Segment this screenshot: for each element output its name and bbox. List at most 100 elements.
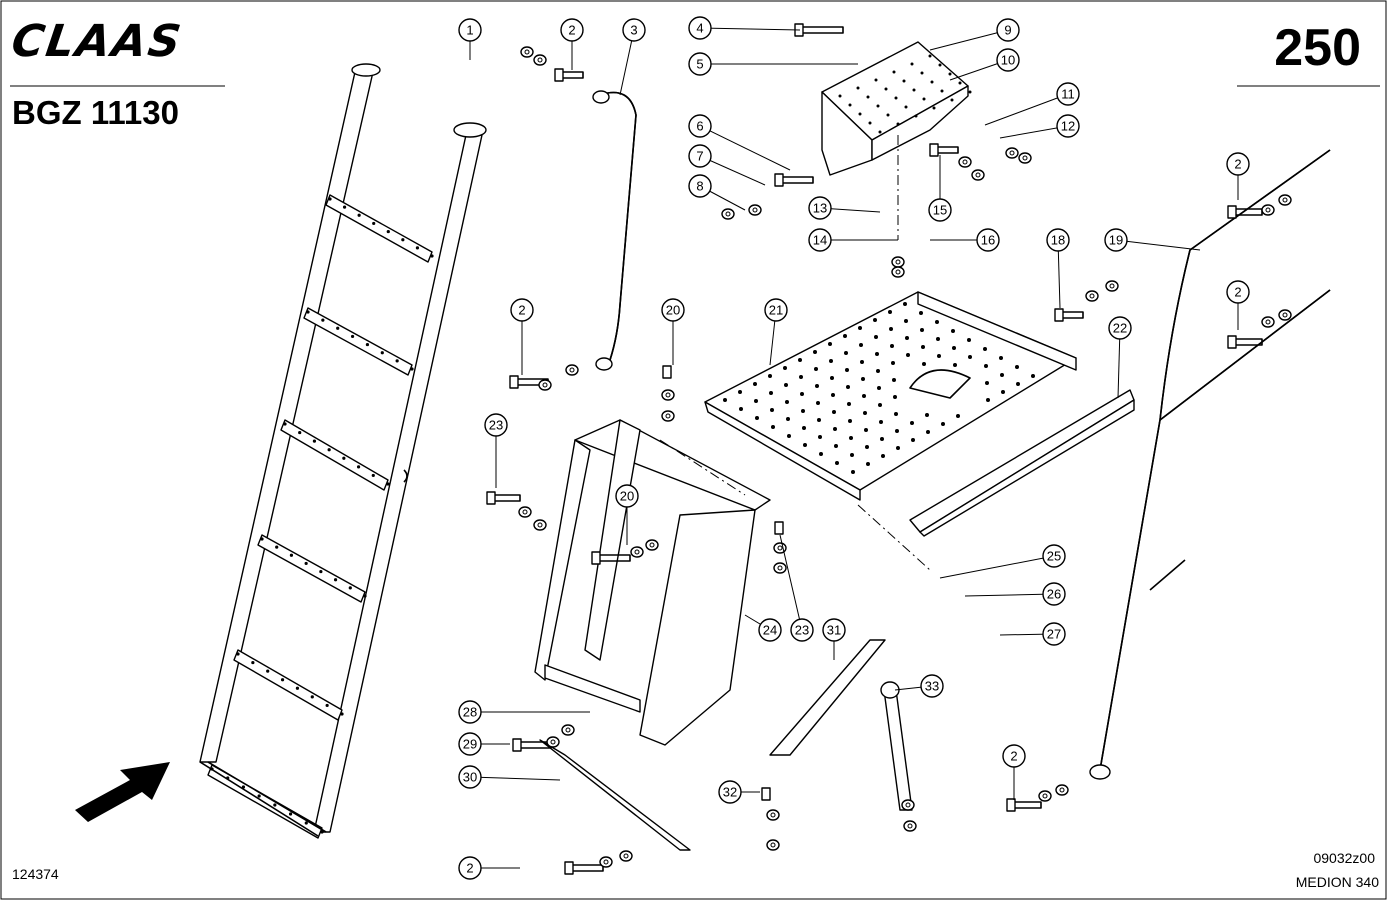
callout-14: 14 [808, 228, 832, 252]
step-bracket [821, 41, 972, 176]
callout-label: 15 [933, 203, 947, 218]
callout-25: 25 [1042, 544, 1066, 568]
callout-label: 2 [1010, 749, 1017, 764]
callout-label: 23 [489, 418, 503, 433]
strip-22 [909, 389, 1135, 537]
assembly-line [857, 504, 931, 571]
callout-label: 20 [620, 489, 634, 504]
handrail-19 [1089, 149, 1331, 780]
callout-label: 13 [813, 201, 827, 216]
ladder-drawing [199, 63, 487, 839]
callout-32: 32 [718, 780, 742, 804]
callout-21: 21 [764, 298, 788, 322]
callout-label: 2 [518, 303, 525, 318]
callout-11: 11 [1056, 82, 1080, 106]
callout-29: 29 [458, 732, 482, 756]
callout-2: 2 [1002, 744, 1026, 768]
callout-label: 28 [463, 705, 477, 720]
callout-label: 16 [981, 233, 995, 248]
callout-label: 19 [1109, 233, 1123, 248]
callout-label: 4 [696, 21, 703, 36]
platform-21 [704, 291, 1077, 501]
callout-6: 6 [688, 114, 712, 138]
callout-label: 20 [666, 303, 680, 318]
callout-label: 12 [1061, 119, 1075, 134]
callout-2: 2 [458, 856, 482, 880]
callout-label: 26 [1047, 587, 1061, 602]
callout-22: 22 [1108, 316, 1132, 340]
callout-label: 14 [813, 233, 827, 248]
callout-7: 7 [688, 144, 712, 168]
callout-label: 9 [1004, 23, 1011, 38]
callout-label: 10 [1001, 53, 1015, 68]
callout-2: 2 [1226, 152, 1250, 176]
callout-label: 18 [1051, 233, 1065, 248]
figure-code: 09032z00 [1313, 850, 1375, 866]
callout-24: 24 [758, 618, 782, 642]
callout-label: 32 [723, 785, 737, 800]
callout-5: 5 [688, 52, 712, 76]
callout-label: 23 [795, 623, 809, 638]
callout-1: 1 [458, 18, 482, 42]
callout-label: 3 [630, 23, 637, 38]
drawing-number: 124374 [12, 866, 59, 882]
callout-4: 4 [688, 16, 712, 40]
claas-logo: CLAAS [8, 16, 186, 67]
callout-12: 12 [1056, 114, 1080, 138]
callout-2: 2 [510, 298, 534, 322]
callout-label: 6 [696, 119, 703, 134]
callout-16: 16 [976, 228, 1000, 252]
callout-label: 2 [1234, 285, 1241, 300]
callout-label: 5 [696, 57, 703, 72]
callout-9: 9 [996, 18, 1020, 42]
callout-33: 33 [920, 674, 944, 698]
callout-2: 2 [560, 18, 584, 42]
callout-label: 2 [568, 23, 575, 38]
callout-label: 31 [827, 623, 841, 638]
page-number: 250 [1274, 19, 1361, 77]
support-rods [769, 639, 913, 811]
callout-20: 20 [661, 298, 685, 322]
callout-label: 33 [925, 679, 939, 694]
callout-27: 27 [1042, 622, 1066, 646]
callout-label: 22 [1113, 321, 1127, 336]
callout-26: 26 [1042, 582, 1066, 606]
callout-2: 2 [1226, 280, 1250, 304]
step-box-24 [534, 419, 771, 851]
callout-23: 23 [790, 618, 814, 642]
callout-label: 8 [696, 179, 703, 194]
callout-label: 11 [1061, 87, 1075, 102]
callout-label: 25 [1047, 549, 1061, 564]
callout-10: 10 [996, 48, 1020, 72]
callout-label: 24 [763, 623, 777, 638]
callout-label: 21 [769, 303, 783, 318]
callout-label: 27 [1047, 627, 1061, 642]
callout-18: 18 [1046, 228, 1070, 252]
assembly-line [659, 439, 746, 496]
callout-19: 19 [1104, 228, 1128, 252]
fasteners [486, 23, 1292, 875]
callout-label: 7 [696, 149, 703, 164]
callout-label: 29 [463, 737, 477, 752]
callout-label: 30 [463, 770, 477, 785]
model-code: BGZ 11130 [12, 94, 179, 131]
callout-15: 15 [928, 198, 952, 222]
direction-arrow [75, 762, 170, 822]
handle-3 [592, 90, 637, 371]
callout-3: 3 [622, 18, 646, 42]
machine-name: MEDION 340 [1295, 874, 1379, 890]
callout-20: 20 [615, 484, 639, 508]
callout-30: 30 [458, 765, 482, 789]
callout-23: 23 [484, 413, 508, 437]
callout-31: 31 [822, 618, 846, 642]
callout-28: 28 [458, 700, 482, 724]
callout-label: 2 [1234, 157, 1241, 172]
callout-8: 8 [688, 174, 712, 198]
callout-13: 13 [808, 196, 832, 220]
callout-label: 1 [466, 23, 473, 38]
callout-label: 2 [466, 861, 473, 876]
